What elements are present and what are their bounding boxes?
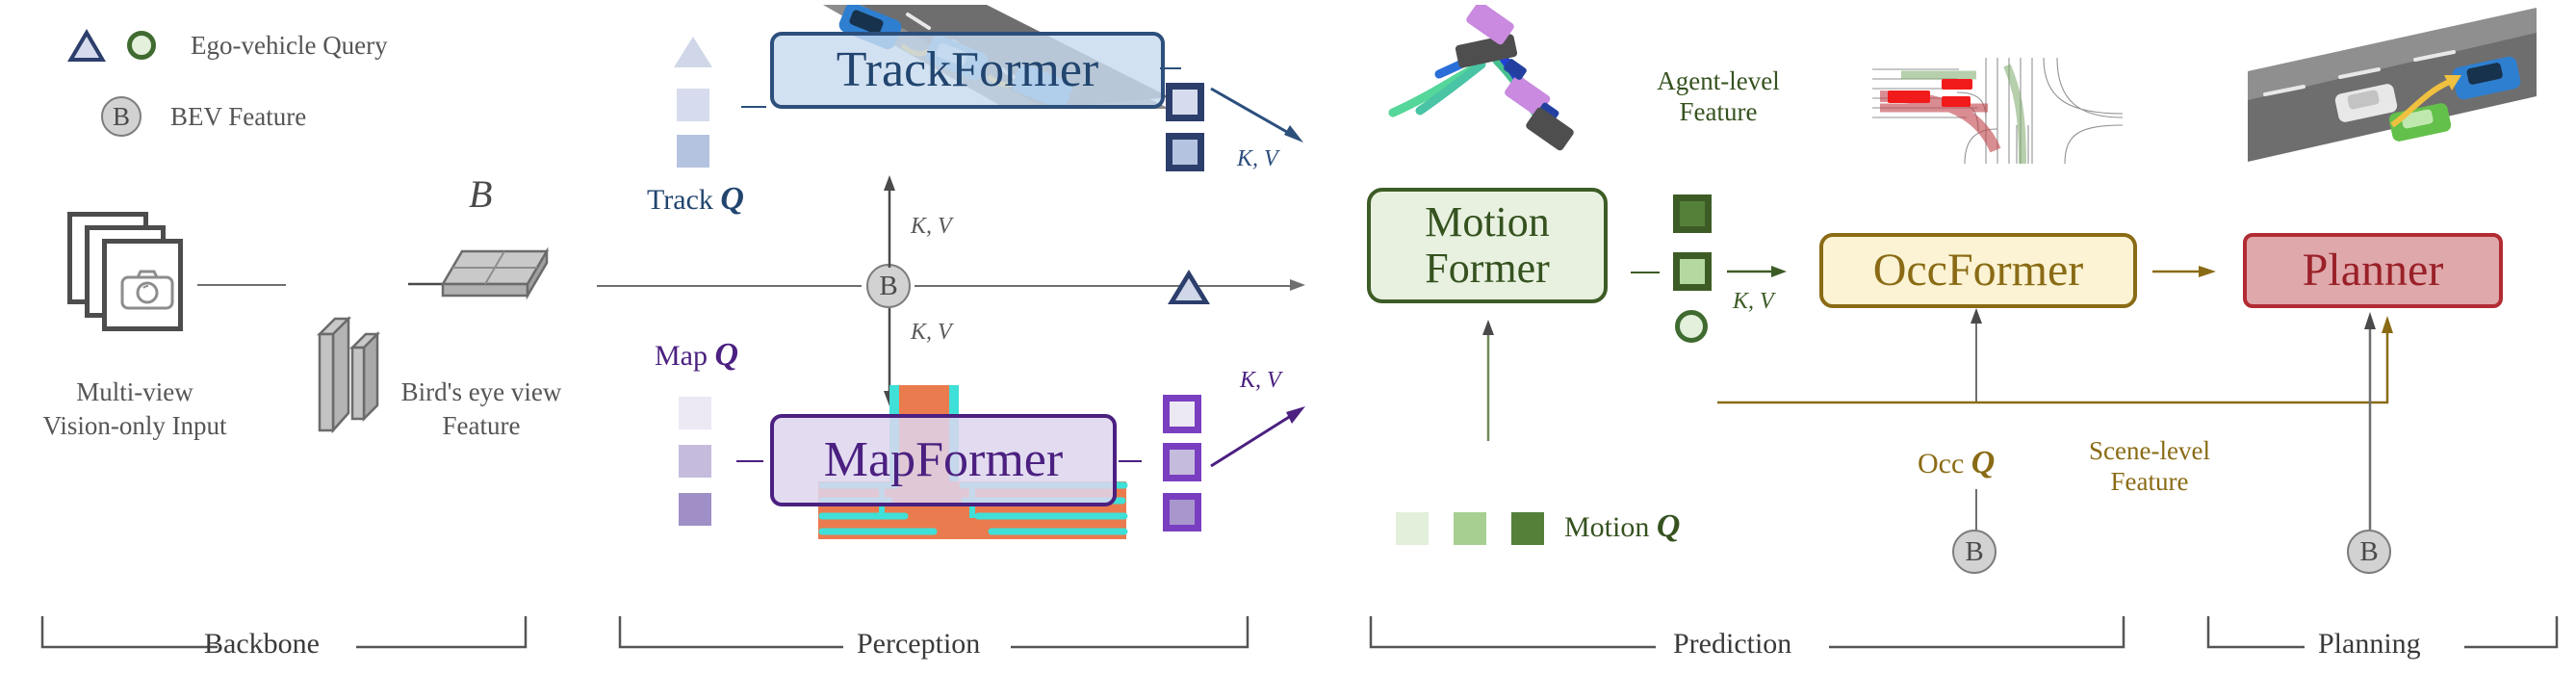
track-output-chip-2 (1166, 133, 1204, 171)
occ-query-line-lower (1975, 489, 1977, 535)
kv-label-track-output: K, V (1237, 146, 1278, 171)
occ-query-line-upper (1975, 310, 1977, 402)
planner-scene-thumbnail (2248, 8, 2537, 162)
planner-bev-badge: B (2347, 530, 2391, 574)
track-kv-arrow (1210, 87, 1303, 143)
map-query-chip-0 (679, 397, 711, 429)
agent-feature-chip-0 (1673, 194, 1712, 233)
track-output-connector (1160, 67, 1181, 69)
agent-feature-to-occformer-arrow (1727, 266, 1787, 277)
motionformer-module[interactable]: Motion Former (1367, 188, 1608, 303)
legend-label-ego-vehicle-query: Ego-vehicle Query (191, 30, 388, 60)
motionformer-trajectory-thumbnail (1381, 5, 1670, 188)
bev-feature-symbol: B (469, 172, 493, 216)
motion-query-label: Motion Q (1564, 508, 1681, 544)
map-query-label: Map Q (655, 337, 739, 373)
motionformer-label-line2: Former (1425, 245, 1550, 292)
backbone-output-label: Bird's eye view Feature (400, 377, 562, 440)
bev-to-trackformer-arrow (884, 175, 895, 268)
multi-view-camera-icon (67, 212, 183, 331)
agent-level-feature-label: Agent-level Feature (1657, 66, 1780, 127)
occformer-bev-badge: B (1952, 530, 1996, 574)
track-output-chip-0 (1168, 270, 1210, 304)
map-output-chip-0 (1163, 395, 1201, 433)
legend-label-bev-feature: BEV Feature (170, 101, 307, 131)
bev-circle-icon: B (101, 96, 142, 137)
backbone-connector-1 (197, 284, 286, 286)
legend-item-bev-feature: B BEV Feature (101, 96, 306, 137)
perception-bev-badge: B (866, 264, 911, 308)
main-bus-arrowhead (1290, 279, 1305, 291)
trackformer-module[interactable]: TrackFormer (770, 32, 1165, 109)
bev-badge-letter: B (112, 101, 130, 131)
bracket-label-planning: Planning (2318, 628, 2421, 660)
occ-query-label: Occ Q (1918, 445, 1996, 480)
bracket-backbone (40, 616, 528, 649)
occformer-occupancy-thumbnail (1872, 58, 2123, 164)
map-query-chip-2 (679, 493, 711, 526)
bracket-label-perception: Perception (857, 628, 981, 660)
track-query-chip-1 (677, 89, 709, 121)
agent-feature-chip-2 (1675, 310, 1708, 343)
occformer-label: OccFormer (1872, 245, 2084, 297)
bracket-label-backbone: Backbone (204, 628, 320, 660)
map-query-connector (736, 460, 763, 462)
kv-label-agent-feature: K, V (1733, 289, 1774, 314)
track-query-label: Track Q (647, 181, 744, 217)
agent-feature-connector (1631, 272, 1660, 273)
mapformer-module[interactable]: MapFormer (770, 414, 1117, 506)
occformer-to-planner-arrow (2152, 266, 2216, 277)
triangle-outline-blue-icon (67, 29, 106, 62)
bracket-prediction (1369, 616, 2125, 649)
scene-level-feature-label: Scene-level Feature (2089, 436, 2210, 497)
map-output-connector (1119, 460, 1142, 462)
motionformer-label-line1: Motion (1425, 198, 1550, 246)
backbone-input-label: Multi-view Vision-only Input (42, 377, 227, 440)
track-query-connector (741, 106, 766, 108)
map-query-chip-1 (679, 445, 711, 478)
kv-label-mapformer-bev: K, V (911, 320, 952, 345)
backbone-network-icon (289, 313, 404, 448)
legend-item-ego-vehicle-query: Ego-vehicle Query (67, 29, 388, 62)
motion-query-chip-2 (1511, 512, 1544, 545)
trackformer-label: TrackFormer (836, 41, 1099, 97)
bev-tile-icon (433, 246, 556, 318)
track-output-chip-1 (1166, 83, 1204, 121)
motion-query-chip-1 (1454, 512, 1486, 545)
scene-feature-routing-path (1717, 316, 2393, 404)
map-kv-arrow (1210, 406, 1305, 468)
kv-label-trackformer-bev: K, V (911, 214, 952, 239)
motion-query-chip-0 (1396, 512, 1429, 545)
track-query-chip-0 (674, 37, 712, 67)
agent-feature-chip-1 (1673, 252, 1712, 291)
bracket-planning (2206, 616, 2559, 649)
occformer-module[interactable]: OccFormer (1819, 233, 2137, 308)
circle-outline-green-icon (127, 31, 156, 60)
kv-label-map-output: K, V (1240, 368, 1281, 393)
planner-module[interactable]: Planner (2243, 233, 2503, 308)
motion-query-arrow (1482, 320, 1494, 441)
planner-label: Planner (2302, 245, 2444, 297)
occ-query-arrowhead (1971, 308, 1982, 324)
track-query-chip-2 (677, 135, 709, 168)
main-bus-right (914, 285, 1295, 287)
planner-bev-arrow (2364, 312, 2376, 530)
main-bus-left (597, 285, 862, 287)
map-output-chip-1 (1163, 443, 1201, 481)
bracket-label-prediction: Prediction (1673, 628, 1792, 660)
camera-glyph-icon (120, 270, 174, 310)
map-output-chip-2 (1163, 493, 1201, 531)
bracket-perception (618, 616, 1249, 649)
mapformer-label: MapFormer (823, 431, 1064, 487)
